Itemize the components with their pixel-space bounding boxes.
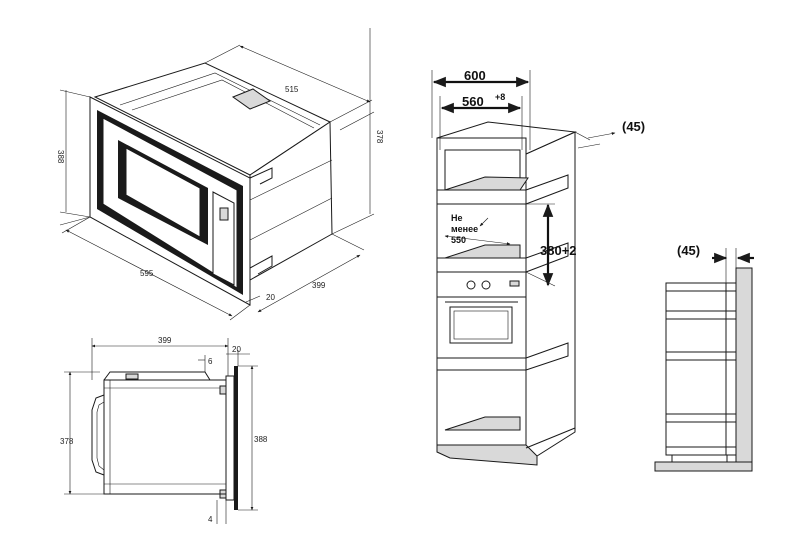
dim-height-front: 388 bbox=[56, 150, 65, 164]
dim-inner-width: 560 bbox=[462, 94, 484, 109]
microwave-isometric-view bbox=[59, 62, 333, 306]
dim-depth-side: 399 bbox=[158, 336, 172, 345]
note-min-line3: 550 bbox=[451, 235, 466, 245]
note-min-line1: Не bbox=[451, 213, 463, 223]
dim-depth-iso: 399 bbox=[312, 281, 326, 290]
dim-frame-iso: 20 bbox=[266, 293, 275, 302]
cabinet-side-section bbox=[654, 267, 753, 472]
dim-height-body: 378 bbox=[60, 437, 74, 446]
microwave-side-view bbox=[91, 366, 238, 510]
cabinet-dimensions: 600 560 +8 (45) 380+2 Не менее 550 bbox=[431, 68, 645, 287]
dim-back-gap-top: (45) bbox=[622, 119, 645, 134]
microwave-side-dimensions: 399 20 6 378 388 4 bbox=[60, 336, 268, 524]
dim-height-back: 378 bbox=[375, 130, 384, 144]
dim-gap: 6 bbox=[208, 357, 213, 366]
dim-height-front-side: 388 bbox=[254, 435, 268, 444]
dim-back-gap-side: (45) bbox=[677, 243, 700, 258]
microwave-iso-dimensions: 388 595 399 20 515 378 bbox=[56, 28, 384, 321]
dim-width: 595 bbox=[140, 269, 154, 278]
cabinet-isometric-view bbox=[436, 121, 577, 466]
note-min-line2: менее bbox=[451, 224, 478, 234]
dim-niche-height: 380+2 bbox=[540, 243, 577, 258]
dim-outer-width: 600 bbox=[464, 68, 486, 83]
dim-bottom: 4 bbox=[208, 515, 213, 524]
dim-inner-width-tol: +8 bbox=[495, 92, 505, 102]
dim-frame-side: 20 bbox=[232, 345, 241, 354]
cabinet-side-dimensions: (45) bbox=[677, 243, 754, 283]
dim-top-depth: 515 bbox=[285, 85, 299, 94]
